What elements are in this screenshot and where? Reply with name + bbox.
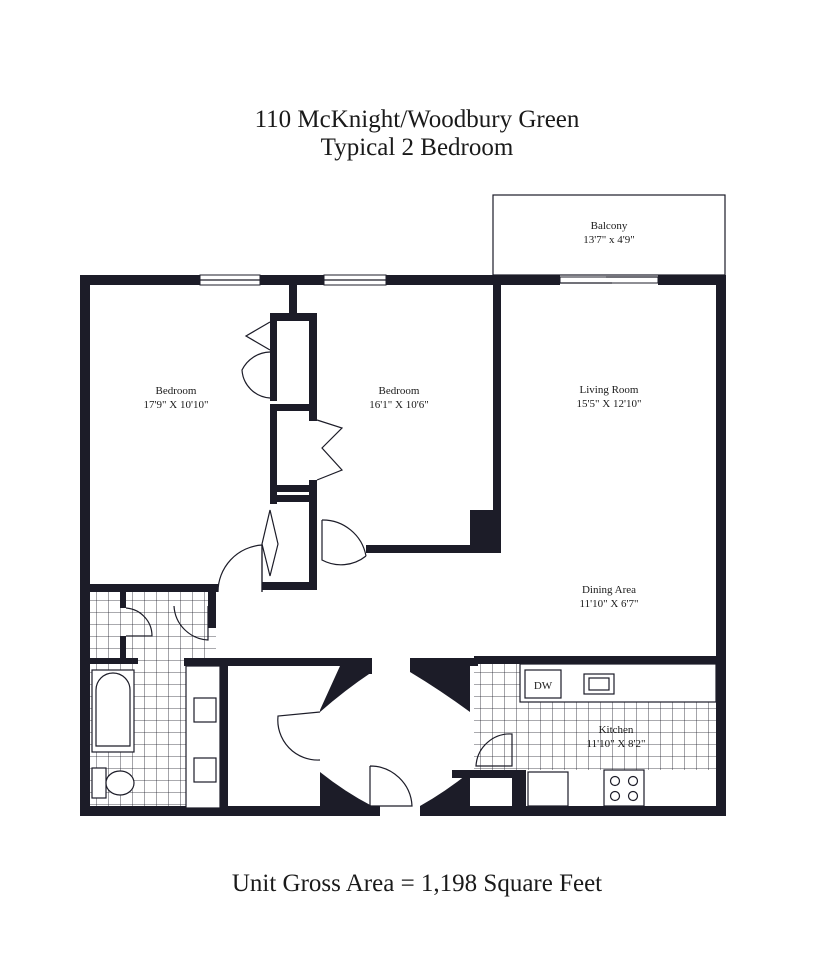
kitchen-name: Kitchen	[599, 724, 634, 736]
dishwasher-label: DW	[534, 680, 553, 692]
refrigerator	[527, 771, 569, 807]
windows	[199, 274, 659, 286]
sink-icon	[193, 757, 217, 783]
exterior-walls	[80, 275, 726, 816]
living-room-name: Living Room	[580, 384, 639, 396]
kitchen-sink-icon	[583, 673, 615, 695]
living-room-size: 15'5" X 12'10"	[577, 398, 642, 410]
gross-area: Unit Gross Area = 1,198 Square Feet	[231, 870, 603, 897]
balcony-outline	[492, 194, 726, 276]
kitchen-fixtures: DW	[519, 663, 717, 807]
dishwasher	[524, 669, 562, 699]
plan-title: 110 McKnight/Woodbury Green	[254, 106, 580, 133]
plan-subtitle: Typical 2 Bedroom	[320, 134, 514, 161]
sink-icon	[193, 697, 217, 723]
stove	[603, 769, 645, 807]
dining-area-size: 11'10" X 6'7"	[580, 598, 639, 610]
bathtub	[91, 669, 135, 753]
bathroom-fixtures	[91, 665, 221, 809]
bedroom2-size: 16'1" X 10'6"	[369, 399, 428, 411]
doors	[125, 321, 513, 807]
dining-area-name: Dining Area	[582, 584, 636, 596]
balcony-name: Balcony	[591, 220, 628, 232]
kitchen-size: 11'10" X 8'2"	[587, 738, 646, 750]
interior-walls	[80, 275, 726, 810]
bedroom1-name: Bedroom	[156, 385, 197, 397]
balcony-size: 13'7" x 4'9"	[583, 234, 634, 246]
bedroom1-size: 17'9" X 10'10"	[144, 399, 209, 411]
bedroom2-name: Bedroom	[379, 385, 420, 397]
